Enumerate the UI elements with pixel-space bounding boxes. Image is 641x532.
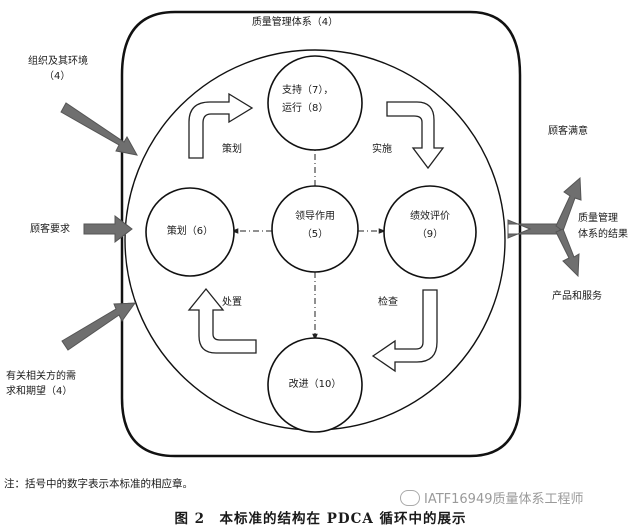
input-org-context-clause: （4） <box>44 71 71 82</box>
node-performance-clause: （9） <box>416 229 444 240</box>
node-leadership-clause: （5） <box>301 229 329 240</box>
arrow-do-to-check <box>386 101 445 170</box>
node-performance <box>383 185 477 279</box>
output-arrow-products-services <box>555 228 580 278</box>
watermark-text: IATF16949质量体系工程师 <box>424 492 584 507</box>
node-improvement <box>267 337 363 433</box>
arrow-act-to-plan <box>187 287 257 354</box>
node-support-operation <box>267 55 363 151</box>
input-interested-parties-clause: 求和期望（4） <box>6 386 73 397</box>
node-planning <box>145 187 235 277</box>
node-operation-label: 运行（8） <box>282 103 329 114</box>
arrow-plan-to-do <box>188 92 254 159</box>
qms-title: 质量管理体系（4） <box>251 17 339 28</box>
node-support-label: 支持（7）， <box>282 85 334 96</box>
phase-do-label: 实施 <box>372 144 392 155</box>
qms-boundary <box>120 10 522 458</box>
figure-caption: 图 2 本标准的结构在 PDCA 循环中的展示 <box>174 511 467 527</box>
node-planning-label: 策划（6） <box>166 226 214 237</box>
wechat-icon <box>400 489 420 506</box>
input-arrow-customer-requirements <box>83 214 133 244</box>
watermark: IATF16949质量体系工程师 <box>400 488 584 507</box>
output-products-services-label: 产品和服务 <box>552 291 602 302</box>
node-leadership-label: 领导作用 <box>295 211 335 222</box>
input-org-context-label: 组织及其环境 <box>28 56 88 67</box>
output-arrow-hub <box>507 219 561 239</box>
input-customer-requirements-label: 顾客要求 <box>30 224 70 235</box>
output-qms-results-label-2: 体系的结果 <box>578 229 628 240</box>
node-performance-label: 绩效评价 <box>410 211 450 222</box>
phase-check-label: 检查 <box>378 297 398 308</box>
output-qms-results-label: 质量管理 <box>578 213 618 224</box>
node-leadership <box>271 185 359 273</box>
input-arrow-interested-parties <box>61 302 137 351</box>
input-arrow-org-context <box>60 102 138 156</box>
arrow-check-to-act <box>371 289 438 373</box>
node-improvement-label: 改进（10） <box>288 379 342 390</box>
output-arrow-customer-satisfaction <box>555 176 582 232</box>
output-customer-satisfaction-label: 顾客满意 <box>548 126 588 137</box>
phase-act-label: 处置 <box>222 297 242 308</box>
input-interested-parties-label: 有关相关方的需 <box>6 371 76 382</box>
phase-plan-label: 策划 <box>222 144 242 155</box>
footnote: 注：括号中的数字表示本标准的相应章。 <box>4 478 193 490</box>
